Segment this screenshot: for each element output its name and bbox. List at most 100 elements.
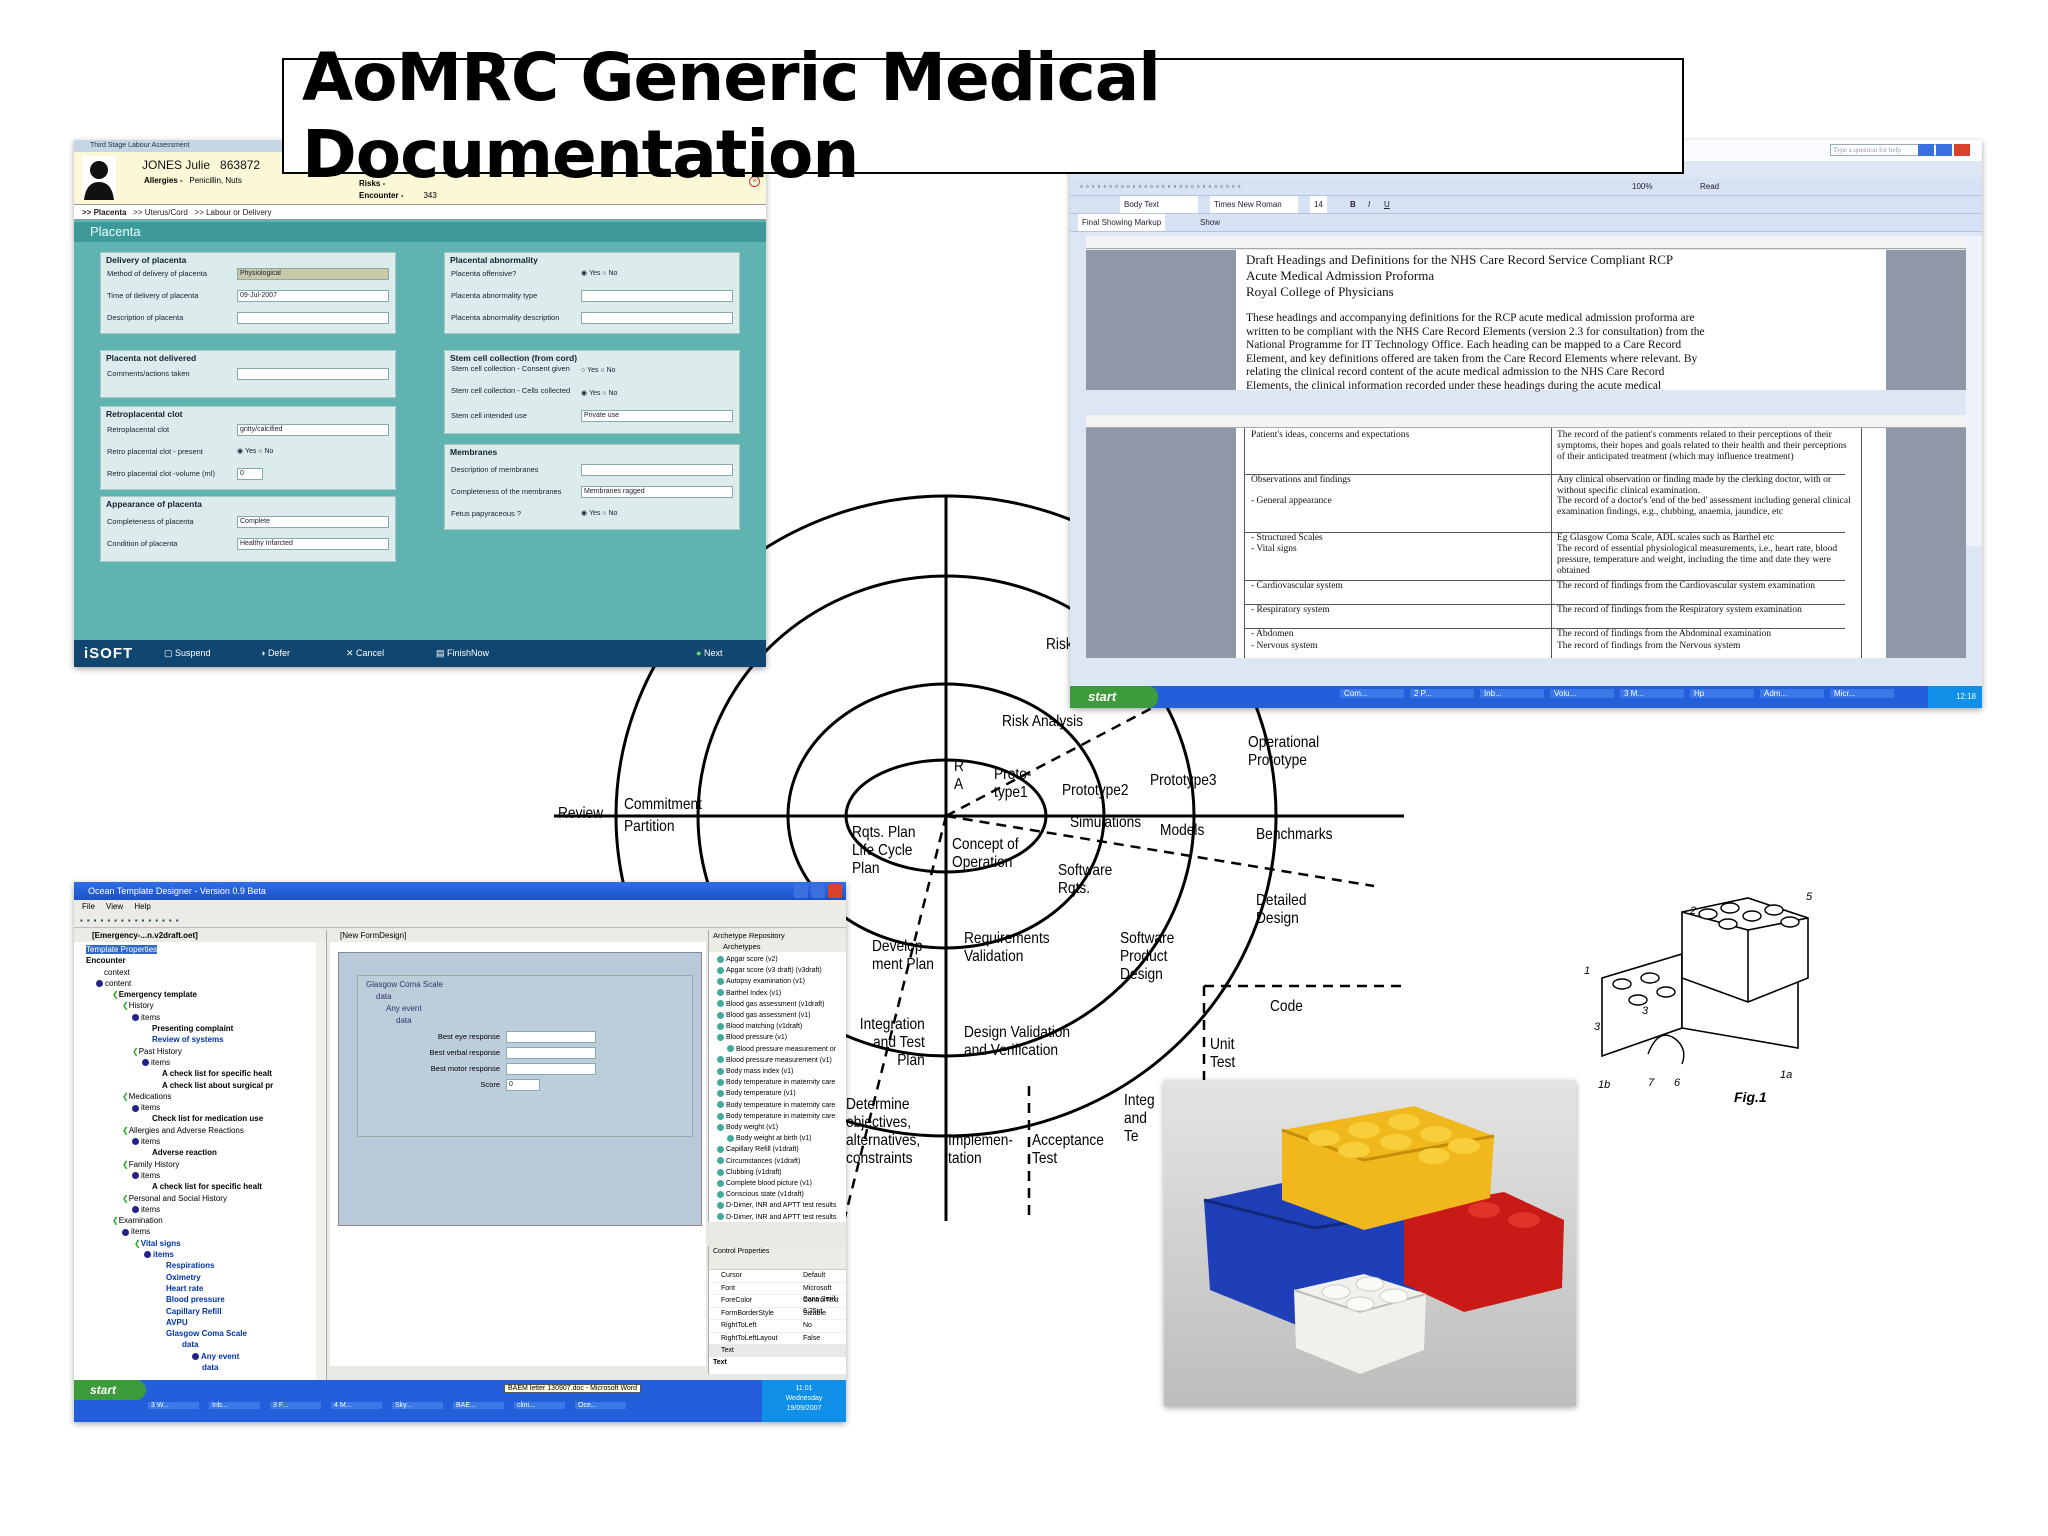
archetype-item[interactable]: Conscious state (v1draft) bbox=[726, 1191, 804, 1199]
tree-node[interactable]: Emergency template bbox=[118, 990, 197, 1000]
next-button[interactable]: ● Next bbox=[696, 648, 722, 658]
close-icon[interactable] bbox=[828, 884, 842, 898]
tree-node[interactable]: items bbox=[141, 1204, 161, 1214]
property-value[interactable]: Microsoft Sans Serif, 8.25pt bbox=[803, 1284, 838, 1315]
taskbar-button[interactable]: Micr... bbox=[1830, 689, 1894, 698]
bold-button[interactable]: B bbox=[1350, 200, 1356, 209]
maximize-icon[interactable] bbox=[1936, 144, 1952, 156]
taskbar-button[interactable]: Oce... bbox=[575, 1402, 626, 1409]
completeness-select[interactable]: Complete bbox=[237, 516, 389, 528]
read-button[interactable]: Read bbox=[1700, 182, 1720, 191]
description-field[interactable] bbox=[237, 312, 389, 324]
font-size-select[interactable]: 14 bbox=[1310, 196, 1327, 213]
taskbar-button[interactable]: 4 M... bbox=[331, 1402, 382, 1409]
tree-node[interactable]: Presenting complaint bbox=[152, 1024, 234, 1034]
form-tab[interactable]: [New FormDesign] bbox=[330, 930, 706, 942]
tree-node[interactable]: AVPU bbox=[166, 1317, 188, 1327]
archetype-item[interactable]: Body weight at birth (v1) bbox=[736, 1135, 812, 1143]
taskbar-button[interactable]: Inb... bbox=[209, 1402, 260, 1409]
tree-node[interactable]: Adverse reaction bbox=[152, 1148, 217, 1158]
close-icon[interactable]: × bbox=[749, 176, 760, 187]
form-canvas[interactable]: Glasgow Coma Scale data Any event data B… bbox=[338, 952, 702, 1226]
archetype-item[interactable]: Barthel Index (v1) bbox=[726, 989, 782, 997]
tree-node[interactable]: Encounter bbox=[86, 956, 126, 966]
tree-node[interactable]: Blood pressure bbox=[166, 1295, 225, 1305]
clot-present-radio[interactable]: ◉ Yes ○ No bbox=[237, 448, 274, 455]
fetus-radio[interactable]: ◉ Yes ○ No bbox=[581, 510, 618, 517]
property-value[interactable]: False bbox=[803, 1334, 821, 1342]
motor-response-select[interactable] bbox=[506, 1063, 596, 1075]
abnormality-type-field[interactable] bbox=[581, 290, 733, 302]
time-field[interactable]: 09-Jul-2007 bbox=[237, 290, 389, 302]
minimize-icon[interactable] bbox=[1918, 144, 1934, 156]
archetype-item[interactable]: Clubbing (v1draft) bbox=[726, 1168, 782, 1176]
tree-node[interactable]: Any event bbox=[201, 1351, 240, 1361]
archetype-item[interactable]: D-Dimer, INR and APTT test results bbox=[726, 1213, 837, 1221]
tree-node[interactable]: items bbox=[141, 1170, 161, 1180]
taskbar-button[interactable]: 3 F... bbox=[270, 1402, 321, 1409]
taskbar-button[interactable]: Adm... bbox=[1760, 689, 1824, 698]
taskbar-button[interactable]: Hp bbox=[1690, 689, 1754, 698]
archetype-item[interactable]: Capillary Refill (v1draft) bbox=[726, 1146, 799, 1154]
close-icon[interactable] bbox=[1954, 144, 1970, 156]
tree-node[interactable]: Check list for medication use bbox=[152, 1114, 264, 1124]
property-value[interactable]: Default bbox=[803, 1272, 826, 1279]
properties-toolbar[interactable] bbox=[709, 1257, 846, 1270]
breadcrumb-uterus[interactable]: >> Uterus/Cord bbox=[133, 208, 188, 217]
score-field[interactable]: 0 bbox=[506, 1079, 540, 1091]
minimize-icon[interactable] bbox=[794, 884, 808, 898]
cancel-button[interactable]: ✕ Cancel bbox=[346, 648, 385, 658]
file-tab[interactable]: [Emergency-...n.v2draft.oet] bbox=[74, 930, 326, 942]
menu-file[interactable]: File bbox=[82, 902, 95, 911]
clot-volume-stepper[interactable]: 0 bbox=[237, 468, 263, 480]
archetype-item[interactable]: Blood pressure measurement or bbox=[736, 1045, 836, 1053]
intended-use-select[interactable]: Private use bbox=[581, 410, 733, 422]
archetype-item[interactable]: Body mass index (v1) bbox=[726, 1068, 794, 1076]
archetype-item[interactable]: Complete blood picture (v1) bbox=[726, 1180, 812, 1188]
taskbar-button[interactable]: Sky... bbox=[392, 1402, 443, 1409]
document-bottom-pane[interactable]: Patient's ideas, concerns and expectatio… bbox=[1236, 428, 1886, 658]
tree-node[interactable]: Glasgow Coma Scale bbox=[166, 1329, 247, 1339]
archetype-item[interactable]: Body weight (v1) bbox=[726, 1124, 779, 1132]
breadcrumb-placenta[interactable]: >> Placenta bbox=[82, 208, 127, 217]
taskbar-button[interactable]: 3 M... bbox=[1620, 689, 1684, 698]
taskbar-button[interactable]: 3 W... bbox=[148, 1402, 199, 1409]
tree-node[interactable]: Personal and Social History bbox=[128, 1193, 227, 1203]
tree-node[interactable]: Heart rate bbox=[166, 1283, 204, 1293]
menu-help[interactable]: Help bbox=[134, 902, 151, 911]
tree-node[interactable]: data bbox=[202, 1362, 219, 1372]
offensive-radio[interactable]: ◉ Yes ○ No bbox=[581, 270, 618, 277]
tree-node[interactable]: items bbox=[131, 1227, 151, 1237]
maximize-icon[interactable] bbox=[811, 884, 825, 898]
tree-node[interactable]: Template Properties bbox=[86, 945, 158, 954]
archetype-item[interactable]: Blood gas assessment (v1) bbox=[726, 1012, 811, 1020]
document-top-pane[interactable]: Draft Headings and Definitions for the N… bbox=[1236, 250, 1886, 392]
archetype-item[interactable]: Blood matching (v1draft) bbox=[726, 1023, 803, 1031]
suspend-button[interactable]: ▢ Suspend bbox=[164, 648, 211, 658]
archetype-item[interactable]: Body temperature in maternity care bbox=[726, 1079, 836, 1087]
markup-select[interactable]: Final Showing Markup bbox=[1078, 214, 1166, 231]
tree-node[interactable]: A check list for specific healt bbox=[162, 1069, 272, 1079]
tree-node[interactable]: context bbox=[104, 967, 130, 977]
font-select[interactable]: Times New Roman bbox=[1210, 196, 1298, 213]
archetype-item[interactable]: Blood gas assessment (v1draft) bbox=[726, 1000, 825, 1008]
archetype-item[interactable]: Apgar score (v3 draft) (v3draft) bbox=[726, 967, 822, 975]
underline-button[interactable]: U bbox=[1384, 200, 1390, 209]
archetype-item[interactable]: Autopsy examination (v1) bbox=[726, 978, 805, 986]
method-select[interactable]: Physiological bbox=[237, 268, 389, 280]
tree-node[interactable]: data bbox=[182, 1340, 199, 1350]
tree-node[interactable]: Respirations bbox=[166, 1261, 215, 1271]
zoom-select[interactable]: 100% bbox=[1632, 182, 1653, 191]
archetype-item[interactable]: Body temperature in maternity care bbox=[726, 1101, 836, 1109]
abnormality-desc-field[interactable] bbox=[581, 312, 733, 324]
start-button[interactable]: start bbox=[1070, 686, 1158, 708]
tree-node[interactable]: items bbox=[141, 1012, 161, 1022]
consent-radio[interactable]: ○ Yes ○ No bbox=[581, 367, 616, 374]
comments-field[interactable] bbox=[237, 368, 389, 380]
tree-node[interactable]: A check list for specific healt bbox=[152, 1182, 262, 1192]
tree-node[interactable]: Review of systems bbox=[152, 1035, 224, 1045]
start-button[interactable]: start bbox=[74, 1380, 146, 1400]
tree-node[interactable]: Vital signs bbox=[140, 1238, 181, 1248]
tree-node[interactable]: Past History bbox=[138, 1046, 182, 1056]
taskbar-button[interactable]: clini... bbox=[514, 1402, 565, 1409]
